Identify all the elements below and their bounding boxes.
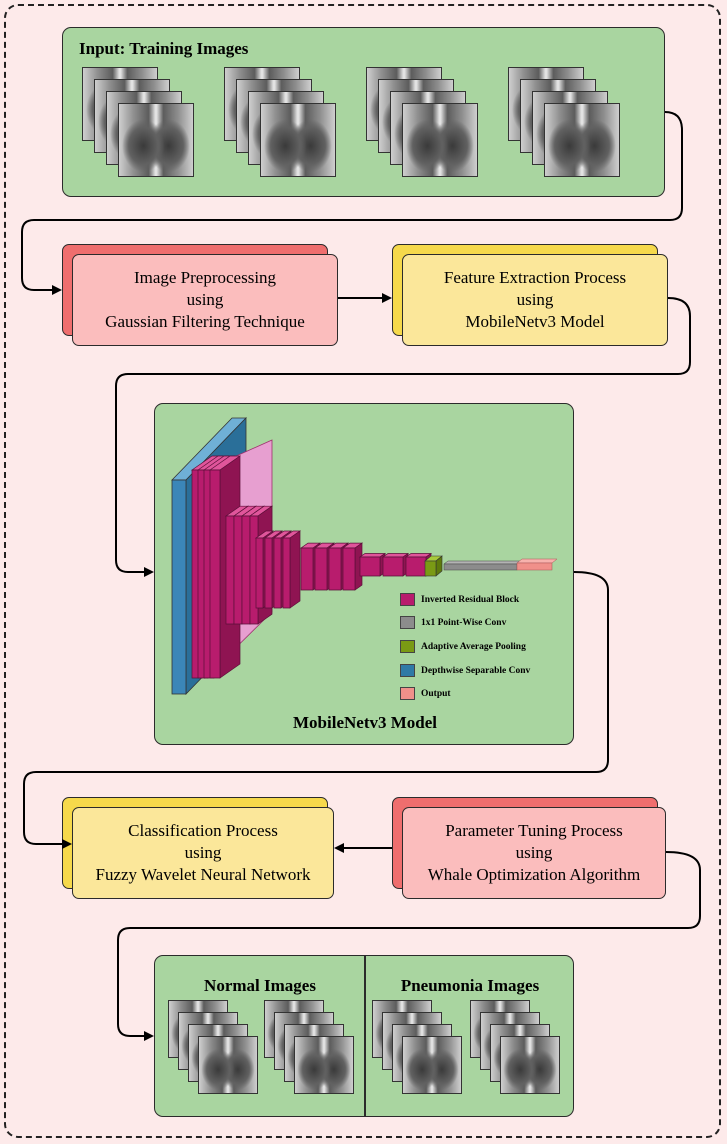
inverted-residual-block [255, 537, 264, 609]
legend-swatch [400, 593, 415, 606]
parameter-tuning-box: Parameter Tuning Process using Whale Opt… [402, 807, 666, 899]
legend-item: Inverted Residual Block [400, 593, 519, 606]
legend-swatch [400, 616, 415, 629]
legend-label: Inverted Residual Block [421, 594, 520, 605]
xray-image [402, 103, 478, 177]
xray-image [294, 1036, 354, 1094]
inverted-residual-block [225, 515, 235, 625]
legend-label: Output [421, 688, 451, 699]
feature-extraction-line-2: using [516, 290, 554, 309]
xray-image [544, 103, 620, 177]
inverted-residual-block [314, 547, 328, 591]
inverted-residual-block [264, 537, 273, 609]
classification-line-1: Classification Process [128, 821, 278, 840]
inverted-residual-block [382, 556, 404, 577]
input-panel-title: Input: Training Images [79, 39, 249, 58]
pointwise-conv-bar [443, 560, 522, 571]
connector-feature-to-mobilenet [115, 297, 691, 577]
preprocessing-line-1: Image Preprocessing [133, 268, 277, 287]
normal-images-title: Normal Images [204, 976, 316, 995]
xray-image [118, 103, 194, 177]
preprocessing-box: Image Preprocessing using Gaussian Filte… [72, 254, 338, 346]
legend-item: Depthwise Separable Conv [400, 664, 530, 677]
parameter-tuning-line-1: Parameter Tuning Process [445, 821, 623, 840]
mobilenet-caption: MobileNetv3 Model [293, 713, 437, 732]
feature-extraction-line-3: MobileNetv3 Model [465, 312, 605, 331]
preprocessing-line-3: Gaussian Filtering Technique [105, 312, 305, 331]
classification-box: Classification Process using Fuzzy Wavel… [72, 807, 334, 899]
xray-image [500, 1036, 560, 1094]
parameter-tuning-line-3: Whale Optimization Algorithm [427, 865, 641, 884]
inverted-residual-blocks [190, 455, 433, 679]
inverted-residual-block [359, 556, 381, 577]
output-bar [516, 558, 558, 571]
legend-label: 1x1 Point-Wise Conv [421, 617, 507, 628]
connector-tuning-to-output [117, 851, 701, 1041]
parameter-tuning-line-2: using [515, 843, 553, 862]
inverted-residual-block [282, 537, 291, 609]
pneumonia-images-title: Pneumonia Images [400, 976, 540, 995]
inverted-residual-block [300, 547, 314, 591]
inverted-residual-block [209, 469, 221, 679]
legend-label: Adaptive Average Pooling [421, 641, 526, 652]
inverted-residual-block [289, 530, 301, 609]
xray-image [198, 1036, 258, 1094]
legend-swatch [400, 640, 415, 653]
xray-image [402, 1036, 462, 1094]
inverted-residual-block [342, 547, 356, 591]
legend-swatch [400, 687, 415, 700]
feature-extraction-line-1: Feature Extraction Process [443, 268, 627, 287]
xray-image [260, 103, 336, 177]
inverted-residual-block [273, 537, 282, 609]
legend-item: 1x1 Point-Wise Conv [400, 616, 506, 629]
connector-mobilenet-to-classification [23, 571, 609, 849]
preprocessing-line-2: using [186, 290, 224, 309]
classification-line-3: Fuzzy Wavelet Neural Network [95, 865, 311, 884]
feature-extraction-box: Feature Extraction Process using MobileN… [402, 254, 668, 346]
inverted-residual-block [328, 547, 342, 591]
classification-line-2: using [184, 843, 222, 862]
legend-swatch [400, 664, 415, 677]
connector-input-to-preprocessing [21, 111, 683, 295]
adaptive-pooling-block [424, 555, 443, 577]
inverted-residual-block [233, 515, 243, 625]
legend-item: Output [400, 687, 451, 700]
legend-label: Depthwise Separable Conv [421, 665, 531, 676]
output-panel-divider [364, 956, 366, 1116]
inverted-residual-block [241, 515, 251, 625]
inverted-residual-block [405, 556, 427, 577]
legend-item: Adaptive Average Pooling [400, 640, 526, 653]
dashed-frame [4, 4, 721, 1138]
